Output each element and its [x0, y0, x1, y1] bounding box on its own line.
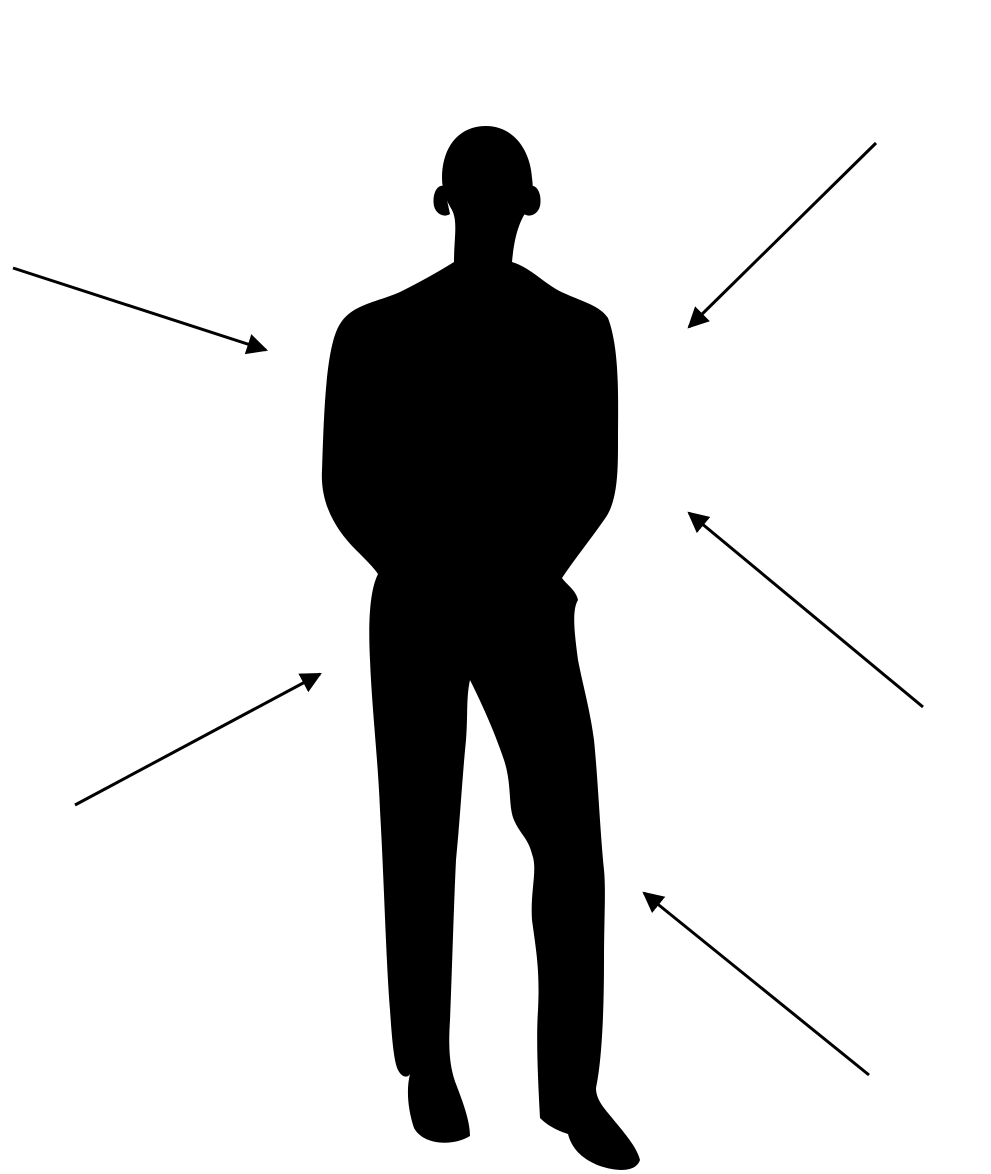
arrow-upper-right — [689, 143, 876, 327]
silhouette-head — [442, 126, 533, 262]
arrow-middle-right — [689, 513, 923, 707]
person-silhouette — [322, 126, 640, 1170]
arrow-lower-left — [75, 674, 320, 805]
arrow-upper-left — [13, 268, 266, 350]
arrow-lower-right — [644, 893, 869, 1075]
silhouette-body — [322, 262, 640, 1170]
